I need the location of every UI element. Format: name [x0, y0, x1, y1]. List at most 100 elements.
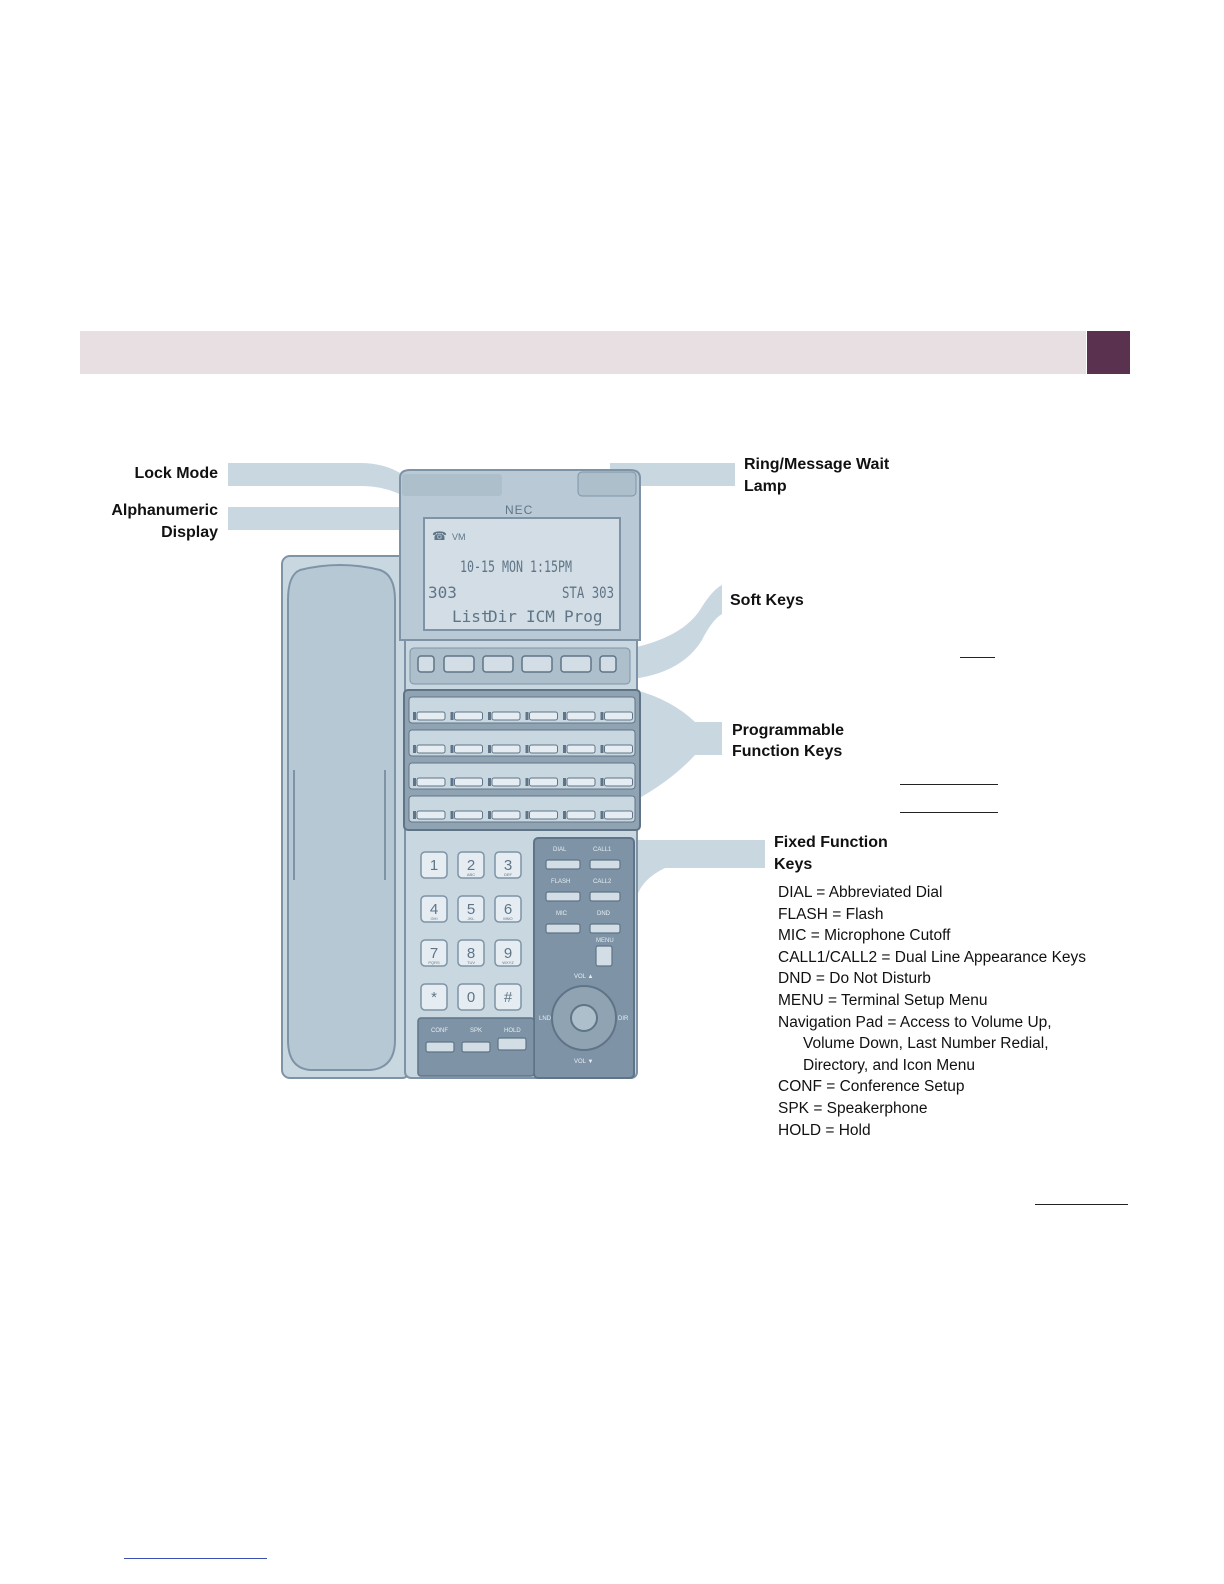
- programmable-key[interactable]: [491, 711, 521, 721]
- label-lamp: Lamp: [744, 478, 787, 495]
- legend-item: MENU = Terminal Setup Menu: [778, 991, 988, 1009]
- rule-line: [1035, 1204, 1128, 1205]
- programmable-key[interactable]: [604, 777, 633, 787]
- label-ring-lamp: Ring/Message Wait: [744, 456, 890, 473]
- key-led: [525, 778, 529, 786]
- dial-key-letters: ABC: [467, 872, 475, 877]
- dial-key-label: 3: [504, 857, 512, 874]
- dial-key-3[interactable]: [494, 851, 522, 879]
- dial-key-2[interactable]: [457, 851, 485, 879]
- programmable-key[interactable]: [491, 810, 521, 820]
- programmable-key[interactable]: [529, 777, 558, 787]
- softkey-strip: [409, 647, 631, 685]
- key-led: [413, 712, 416, 720]
- dial-key-label: #: [504, 989, 513, 1006]
- flash-label: FLASH: [551, 879, 570, 885]
- programmable-key[interactable]: [529, 744, 558, 754]
- programmable-key[interactable]: [416, 744, 446, 754]
- ring-lamp: [577, 471, 637, 497]
- soft-key-1: [443, 655, 475, 673]
- programmable-key[interactable]: [566, 711, 596, 721]
- prog-key-grid: [408, 696, 636, 823]
- programmable-key[interactable]: [604, 744, 633, 754]
- key-led: [450, 778, 454, 786]
- label-display: Display: [161, 524, 218, 541]
- dial-key-4[interactable]: [420, 895, 448, 923]
- conf-key: [425, 1041, 455, 1053]
- header-accent-block: [1087, 331, 1130, 374]
- dial-key-letters: GHI: [430, 916, 437, 921]
- vol-up-label: VOL ▲: [574, 974, 593, 980]
- menu-key: [595, 945, 613, 967]
- rule-line: [960, 657, 995, 658]
- dnd-key: [589, 923, 621, 934]
- lcd-screen: [423, 517, 621, 631]
- soft-keys: [417, 655, 617, 673]
- programmable-key[interactable]: [566, 777, 596, 787]
- programmable-key[interactable]: [454, 711, 483, 721]
- label-soft-keys: Soft Keys: [730, 592, 804, 609]
- lcd-line-2-left: 303: [428, 583, 457, 602]
- key-led: [600, 745, 604, 753]
- programmable-key[interactable]: [454, 810, 483, 820]
- dial-key-letters: MNO: [503, 916, 512, 921]
- dial-key-0[interactable]: [457, 983, 485, 1011]
- conf-label: CONF: [431, 1028, 448, 1034]
- call2-key: [589, 891, 621, 902]
- programmable-key[interactable]: [416, 810, 446, 820]
- programmable-key[interactable]: [604, 711, 633, 721]
- dial-key-letters: TUV: [467, 960, 475, 965]
- legend-item: DIAL = Abbreviated Dial: [778, 884, 943, 901]
- key-led: [600, 811, 604, 819]
- dial-key-5[interactable]: [457, 895, 485, 923]
- rule-line: [124, 1558, 267, 1559]
- soft-key-2: [482, 655, 514, 673]
- legend-item: Volume Down, Last Number Redial,: [803, 1035, 1049, 1053]
- label-fixed-function: Fixed Function: [774, 834, 888, 851]
- menu-label: MENU: [596, 938, 614, 944]
- handset: [287, 564, 396, 1071]
- programmable-key[interactable]: [604, 810, 633, 820]
- legend-item: CONF = Conference Setup: [778, 1078, 965, 1096]
- dial-key-7[interactable]: [420, 939, 448, 967]
- programmable-key[interactable]: [416, 777, 446, 787]
- brand-text: NEC: [505, 503, 533, 517]
- key-led: [413, 778, 416, 786]
- key-led: [488, 745, 491, 753]
- rule-line: [900, 784, 998, 785]
- dial-key-1[interactable]: [420, 851, 448, 879]
- programmable-key[interactable]: [454, 777, 483, 787]
- dial-key: [545, 859, 581, 870]
- lcd-softkey-2: Dir: [488, 607, 517, 626]
- dial-key-8[interactable]: [457, 939, 485, 967]
- programmable-key[interactable]: [491, 777, 521, 787]
- programmable-key[interactable]: [529, 711, 558, 721]
- lcd-softkey-3: ICM: [526, 607, 555, 626]
- soft-key-4: [560, 655, 592, 673]
- legend-item: DND = Do Not Disturb: [778, 970, 931, 988]
- callout-band-ring: [610, 463, 735, 486]
- key-led: [488, 712, 491, 720]
- callout-band-display: [228, 507, 430, 530]
- programmable-key[interactable]: [566, 810, 596, 820]
- dial-key-#[interactable]: [494, 983, 522, 1011]
- programmable-key[interactable]: [566, 744, 596, 754]
- programmable-key[interactable]: [416, 711, 446, 721]
- lcd-icons: VM: [452, 532, 466, 542]
- programmable-key[interactable]: [529, 810, 558, 820]
- dial-key-label: *: [431, 989, 437, 1006]
- dial-key-6[interactable]: [494, 895, 522, 923]
- dial-key-9[interactable]: [494, 939, 522, 967]
- dial-key-*[interactable]: [420, 983, 448, 1011]
- mic-key: [545, 923, 581, 934]
- callout-bands: [228, 463, 765, 900]
- key-led: [600, 778, 604, 786]
- key-led: [450, 811, 454, 819]
- dial-key-label: 6: [504, 901, 512, 918]
- dial-label: DIAL: [553, 847, 567, 853]
- programmable-key[interactable]: [454, 744, 483, 754]
- programmable-key[interactable]: [491, 744, 521, 754]
- key-led: [600, 712, 604, 720]
- lcd-softkey-1: List: [452, 607, 491, 626]
